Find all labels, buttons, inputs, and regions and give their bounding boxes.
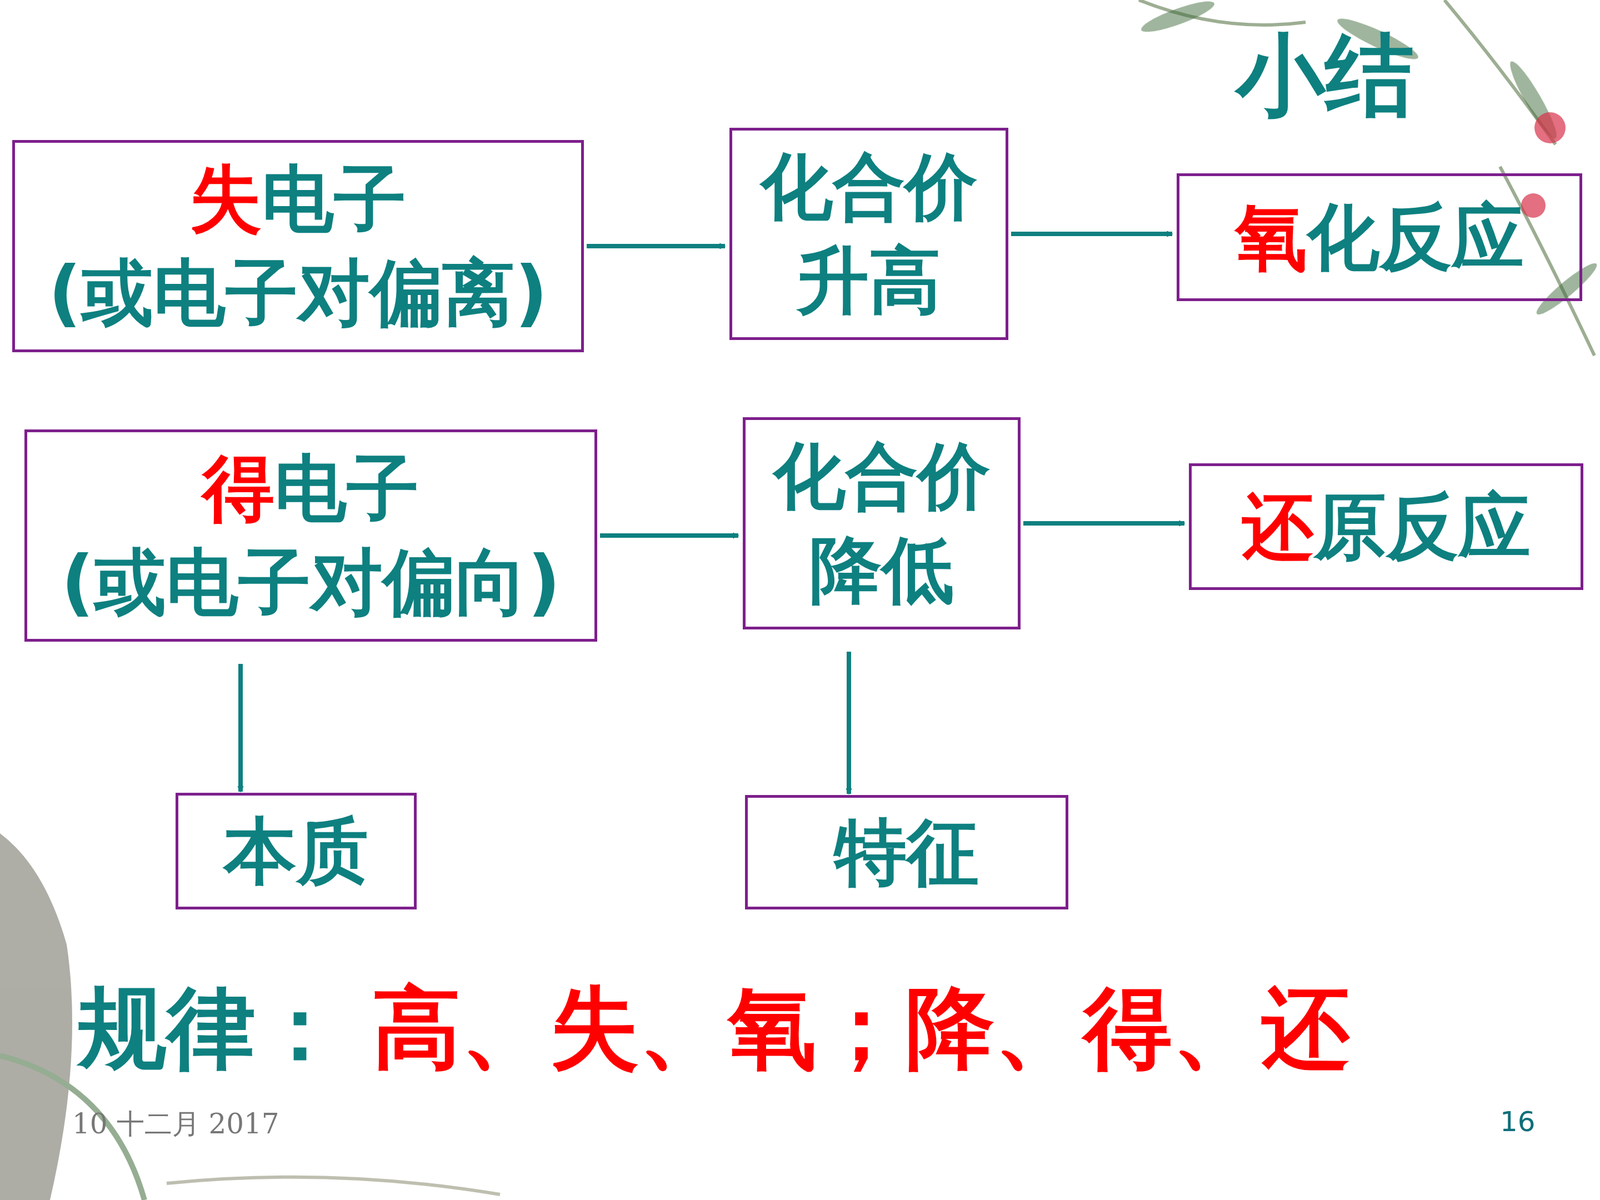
concept-box: 本质 bbox=[175, 792, 417, 910]
box-label: (或电子对偏离) bbox=[48, 246, 548, 340]
slide-title: 小结 bbox=[1236, 16, 1414, 137]
box-label: 化合价 升高 bbox=[760, 144, 978, 323]
ground-line bbox=[166, 1177, 500, 1195]
leaf-cluster bbox=[1138, 0, 1600, 320]
blossom bbox=[1534, 112, 1566, 144]
blossom bbox=[1521, 193, 1546, 218]
concept-box: 得电子(或电子对偏向) bbox=[24, 429, 598, 642]
box-text: 特征 bbox=[834, 805, 979, 900]
flow-arrow bbox=[600, 533, 739, 538]
concept-box: 化合价 升高 bbox=[729, 127, 1009, 340]
concept-box: 化合价 降低 bbox=[742, 417, 1021, 630]
concept-box: 氧化反应 bbox=[1176, 173, 1583, 302]
box-label: 特征 bbox=[834, 810, 979, 895]
box-text: 化合价 降低 bbox=[753, 429, 1010, 618]
box-text: 化合价 升高 bbox=[740, 140, 998, 328]
flow-arrow bbox=[586, 243, 725, 249]
box-label: 氧 bbox=[1235, 195, 1308, 280]
box-label: 还 bbox=[1241, 484, 1314, 569]
flower bbox=[1521, 112, 1566, 218]
bamboo-illustration bbox=[1138, 0, 1595, 356]
box-text: 氧化反应 bbox=[1235, 190, 1524, 285]
box-label: 电子 bbox=[274, 446, 419, 531]
flow-arrow bbox=[1011, 231, 1173, 237]
leaf bbox=[1532, 258, 1600, 320]
box-label: (或电子对偏向) bbox=[61, 535, 561, 630]
flow-arrow bbox=[238, 663, 243, 792]
concept-box: 特征 bbox=[745, 795, 1069, 910]
rule-text: 规律： bbox=[77, 969, 345, 1090]
box-label: 电子 bbox=[261, 156, 407, 242]
flow-arrow bbox=[846, 651, 852, 794]
box-label: 化合价 降低 bbox=[773, 433, 990, 613]
leaf bbox=[1138, 0, 1217, 38]
box-label: 得 bbox=[202, 446, 275, 531]
date-footer: 10 十二月 2017 bbox=[72, 1105, 280, 1143]
page-number: 16 bbox=[1500, 1105, 1536, 1138]
rock bbox=[0, 833, 73, 1200]
box-text: 得电子(或电子对偏向) bbox=[61, 441, 561, 630]
concept-box: 失电子(或电子对偏离) bbox=[12, 140, 584, 353]
box-label: 原反应 bbox=[1313, 484, 1531, 569]
box-label: 本质 bbox=[223, 808, 369, 894]
rule-text: 高、失、氧；降、得、还 bbox=[372, 969, 1350, 1090]
box-text: 失电子(或电子对偏离) bbox=[48, 152, 548, 340]
box-label: 失 bbox=[189, 156, 262, 242]
concept-box: 还原反应 bbox=[1188, 463, 1584, 590]
box-label: 化反应 bbox=[1307, 195, 1524, 280]
flow-arrow bbox=[1023, 521, 1185, 526]
box-text: 还原反应 bbox=[1241, 480, 1531, 574]
box-text: 本质 bbox=[223, 804, 369, 899]
